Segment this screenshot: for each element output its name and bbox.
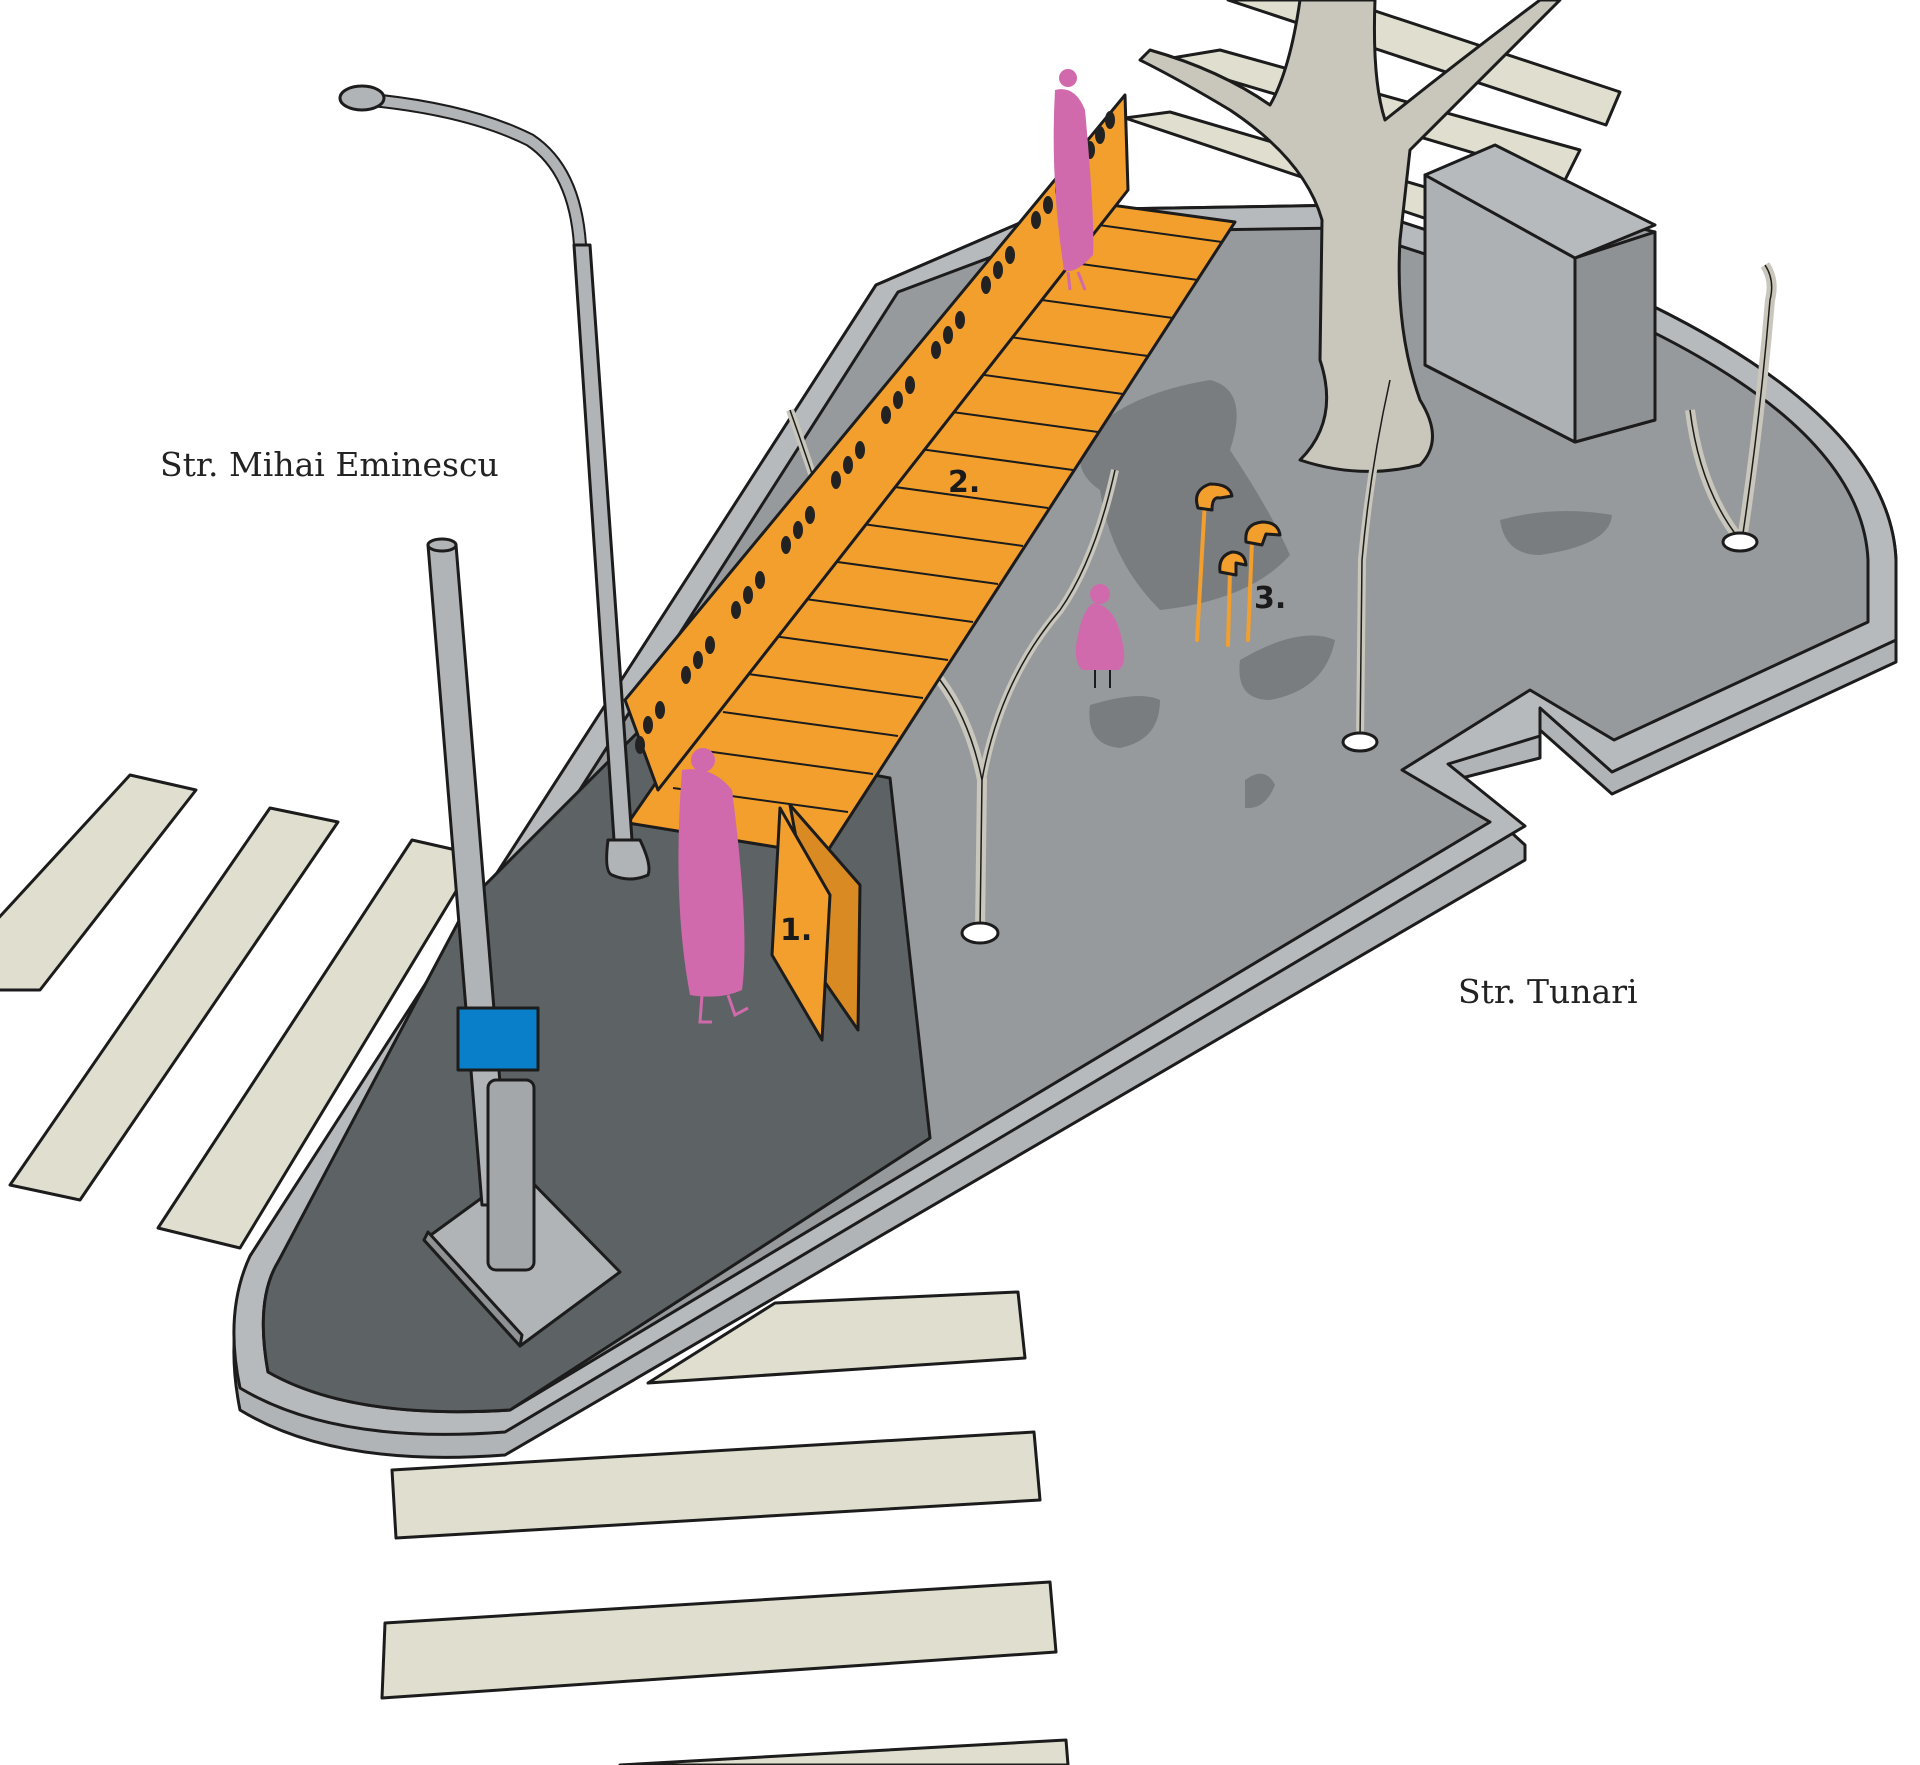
a-frame-sign [770, 803, 862, 1042]
street-label-tunari: Str. Tunari [1458, 972, 1638, 1011]
crosswalk-west [0, 773, 480, 1250]
person-walkway [678, 748, 749, 1024]
big-tree [1138, 0, 1562, 473]
sign-pole [422, 537, 622, 1348]
blue-sign [456, 1006, 540, 1072]
sound-post-heads [1195, 482, 1282, 577]
marker-1: 1. [780, 913, 812, 948]
marker-3: 3. [1254, 581, 1286, 616]
sound-posts [1195, 498, 1254, 647]
panel-holes [635, 111, 1115, 754]
person-child [1075, 584, 1125, 688]
pedestrians [678, 69, 1125, 1024]
street-lamp [338, 84, 651, 881]
person-platform [1053, 69, 1094, 291]
crosswalk-south [380, 1290, 1070, 1765]
utility-cabinet [1423, 143, 1657, 444]
street-label-mihai-eminescu: Str. Mihai Eminescu [160, 445, 499, 484]
orange-platform [623, 93, 1237, 857]
marker-2: 2. [948, 465, 980, 500]
